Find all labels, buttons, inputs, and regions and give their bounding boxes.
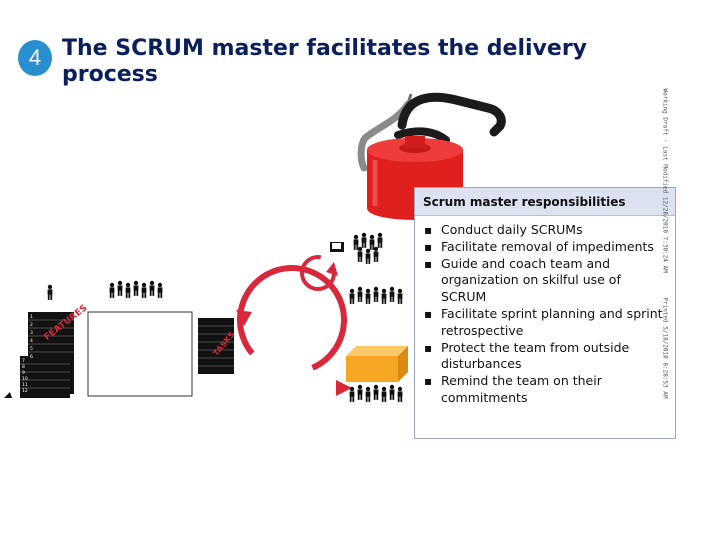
stakeholders-group-icon bbox=[109, 280, 163, 298]
backlog-row-number: 12 bbox=[22, 388, 28, 394]
product-backlog-icon bbox=[4, 312, 74, 398]
draft-side-note: Working Draft - Last Modified 12/28/2010… bbox=[662, 89, 669, 399]
responsibilities-header: Scrum master responsibilities bbox=[415, 188, 675, 216]
list-item: Facilitate sprint planning and sprint re… bbox=[424, 306, 667, 340]
list-item: Conduct daily SCRUMs bbox=[424, 222, 667, 239]
product-owner-icon bbox=[47, 284, 53, 300]
responsibilities-list: Conduct daily SCRUMs Facilitate removal … bbox=[415, 222, 675, 407]
backlog-row-number: 10 bbox=[22, 376, 28, 382]
backlog-row-number: 8 bbox=[22, 364, 25, 370]
backlog-row-number: 4 bbox=[30, 338, 33, 344]
backlog-row-number: 6 bbox=[30, 354, 33, 360]
responsibilities-panel: Scrum master responsibilities Conduct da… bbox=[414, 187, 676, 439]
sprint-backlog-icon bbox=[198, 318, 234, 374]
slide-title: The SCRUM master facilitates the deliver… bbox=[62, 36, 588, 87]
backlog-row-number: 11 bbox=[22, 382, 28, 388]
side-note-modified: Working Draft - Last Modified 12/28/2010… bbox=[661, 88, 669, 273]
list-item: Protect the team from outside disturbanc… bbox=[424, 340, 667, 374]
backlog-row-number: 7 bbox=[22, 358, 25, 364]
sprint-cycle-icon bbox=[236, 255, 352, 396]
sprint-planning-box bbox=[87, 311, 193, 397]
backlog-row-number: 9 bbox=[22, 370, 25, 376]
backlog-row-number: 5 bbox=[30, 346, 33, 352]
slide-number-badge: 4 bbox=[18, 40, 52, 76]
team-bottom-icon bbox=[349, 384, 403, 402]
team-daily-scrum-icon bbox=[330, 232, 383, 264]
backlog-row-number: 2 bbox=[30, 322, 33, 328]
list-item: Facilitate removal of impediments bbox=[424, 239, 667, 256]
side-note-printed: Printed 5/18/2010 8:28:53 AM bbox=[661, 297, 669, 399]
team-group-icon bbox=[349, 286, 403, 304]
list-item: Remind the team on their commitments bbox=[424, 373, 667, 407]
deliverable-box-icon bbox=[346, 346, 408, 382]
backlog-row-number: 1 bbox=[30, 314, 33, 320]
backlog-row-number: 3 bbox=[30, 330, 33, 336]
list-item: Guide and coach team and organization on… bbox=[424, 256, 667, 306]
